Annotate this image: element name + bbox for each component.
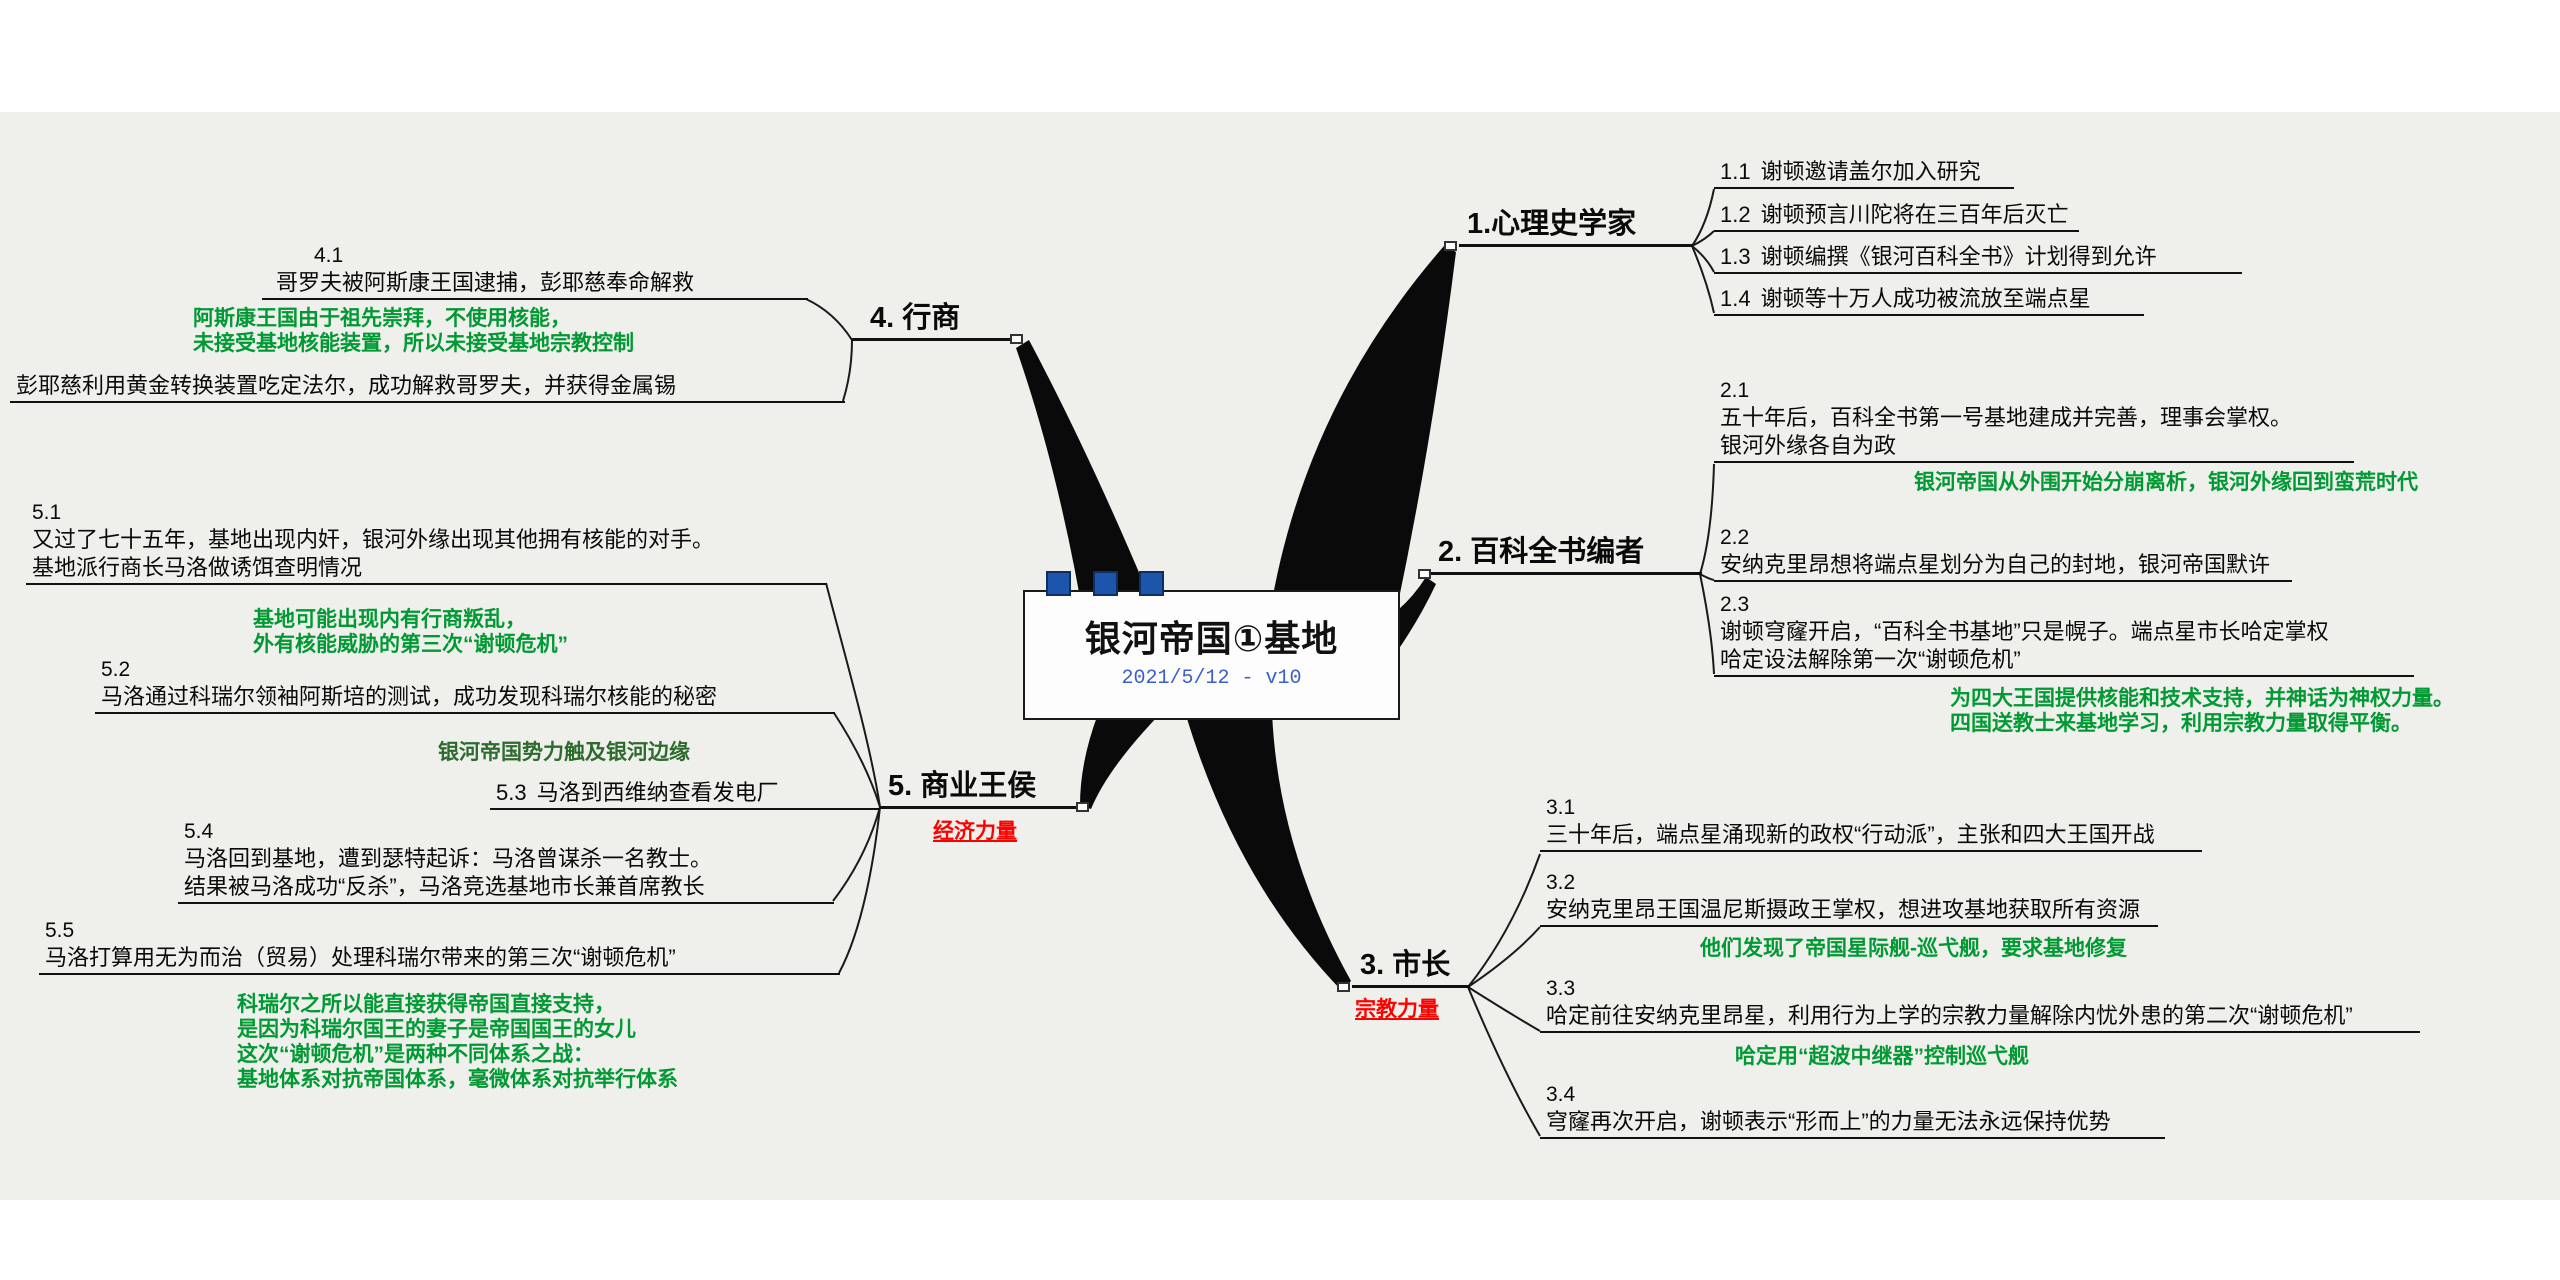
node-number: 1.3 xyxy=(1720,244,1751,269)
node-number: 3.4 xyxy=(1546,1083,1576,1106)
branch-label-5[interactable]: 5. 商业王侯 xyxy=(880,767,1085,809)
node-text: 谢顿邀请盖尔加入研究 xyxy=(1760,159,1981,184)
branch-5-tag[interactable]: 经济力量 xyxy=(933,820,1017,843)
note-5-2[interactable]: 银河帝国势力触及银河边缘 xyxy=(438,741,690,764)
node-text: 又过了七十五年，基地出现内奸，银河外缘出现其他拥有核能的对手。 xyxy=(32,527,715,552)
branch-5-collapse-handle[interactable] xyxy=(1076,802,1089,812)
blue-square-marker-icon xyxy=(1093,571,1118,596)
node-number: 2.3 xyxy=(1720,593,1750,616)
node-text: 基地派行商长马洛做诱饵查明情况 xyxy=(32,555,363,580)
node-5-5[interactable]: 5.5 马洛打算用无为而治（贸易）处理科瑞尔带来的第三次“谢顿危机” xyxy=(39,918,840,975)
branch-label-4[interactable]: 4. 行商 xyxy=(852,299,1022,341)
node-1-1[interactable]: 1.1 谢顿邀请盖尔加入研究 xyxy=(1714,158,2014,189)
central-topic-subtitle: 2021/5/12 - v10 xyxy=(1121,667,1302,690)
node-3-4[interactable]: 3.4 穹窿再次开启，谢顿表示“形而上”的力量无法永远保持优势 xyxy=(1540,1082,2165,1139)
node-text: 马洛通过科瑞尔领袖阿斯培的测试，成功发现科瑞尔核能的秘密 xyxy=(101,684,718,709)
node-text: 谢顿编撰《银河百科全书》计划得到允许 xyxy=(1760,244,2157,269)
branch-2-collapse-handle[interactable] xyxy=(1418,569,1431,579)
node-number: 1.4 xyxy=(1720,286,1751,311)
branch-label-3[interactable]: 3. 市长 xyxy=(1352,946,1470,988)
node-1-3[interactable]: 1.3 谢顿编撰《银河百科全书》计划得到允许 xyxy=(1714,243,2242,274)
node-number: 5.5 xyxy=(45,919,75,942)
main-branch-1 xyxy=(1265,246,1456,650)
node-4-2[interactable]: 彭耶慈利用黄金转换装置吃定法尔，成功解救哥罗夫，并获得金属锡 xyxy=(10,372,845,403)
node-number: 5.4 xyxy=(184,820,214,843)
node-text: 马洛到西维纳查看发电厂 xyxy=(536,780,779,805)
node-number: 2.2 xyxy=(1720,526,1750,549)
node-text: 安纳克里昂想将端点星划分为自己的封地，银河帝国默许 xyxy=(1720,552,2271,577)
node-3-2[interactable]: 3.2 安纳克里昂王国温尼斯摄政王掌权，想进攻基地获取所有资源 xyxy=(1540,870,2158,927)
node-number: 4.1 xyxy=(314,244,344,267)
node-number: 3.2 xyxy=(1546,871,1576,894)
node-5-2[interactable]: 5.2 马洛通过科瑞尔领袖阿斯培的测试，成功发现科瑞尔核能的秘密 xyxy=(95,657,835,714)
note-5-5[interactable]: 科瑞尔之所以能直接获得帝国直接支持， 是因为科瑞尔国王的妻子是帝国国王的女儿 这… xyxy=(237,993,678,1091)
branch-3-collapse-handle[interactable] xyxy=(1337,982,1350,992)
node-text: 谢顿预言川陀将在三百年后灭亡 xyxy=(1760,202,2069,227)
node-text: 谢顿等十万人成功被流放至端点星 xyxy=(1760,286,2091,311)
branch-3-tag[interactable]: 宗教力量 xyxy=(1355,998,1439,1021)
branch-1-collapse-handle[interactable] xyxy=(1444,241,1457,251)
note-3-2[interactable]: 他们发现了帝国星际舰-巡弋舰，要求基地修复 xyxy=(1700,937,2127,960)
node-text: 结果被马洛成功“反杀”，马洛竞选基地市长兼首席教长 xyxy=(184,874,705,899)
note-2-1[interactable]: 银河帝国从外围开始分崩离析，银河外缘回到蛮荒时代 xyxy=(1914,471,2418,494)
branch-4-collapse-handle[interactable] xyxy=(1010,334,1023,344)
node-1-2[interactable]: 1.2 谢顿预言川陀将在三百年后灭亡 xyxy=(1714,201,2079,232)
main-branch-3 xyxy=(1185,712,1351,990)
node-number: 3.1 xyxy=(1546,796,1576,819)
node-number: 5.2 xyxy=(101,658,131,681)
branch-label-1[interactable]: 1.心理史学家 xyxy=(1459,205,1692,247)
node-text: 彭耶慈利用黄金转换装置吃定法尔，成功解救哥罗夫，并获得金属锡 xyxy=(16,373,677,398)
node-number: 5.3 xyxy=(496,780,527,805)
main-branch-5 xyxy=(1080,714,1160,809)
node-number: 1.1 xyxy=(1720,159,1751,184)
central-topic[interactable]: 银河帝国①基地 2021/5/12 - v10 xyxy=(1023,590,1400,720)
note-2-3[interactable]: 为四大王国提供核能和技术支持，并神话为神权力量。 四国送教士来基地学习，利用宗教… xyxy=(1950,687,2454,735)
node-3-3[interactable]: 3.3 哈定前往安纳克里昂星，利用行为上学的宗教力量解除内忧外患的第二次“谢顿危… xyxy=(1540,976,2420,1033)
central-topic-title: 银河帝国①基地 xyxy=(1084,618,1339,659)
node-2-1[interactable]: 2.1 五十年后，百科全书第一号基地建成并完善，理事会掌权。 银河外缘各自为政 xyxy=(1714,378,2354,463)
node-2-3[interactable]: 2.3 谢顿穹窿开启，“百科全书基地”只是幌子。端点星市长哈定掌权 哈定设法解除… xyxy=(1714,592,2414,677)
branch-label-2[interactable]: 2. 百科全书编者 xyxy=(1430,533,1702,575)
blue-square-marker-icon xyxy=(1046,571,1071,596)
node-text: 银河外缘各自为政 xyxy=(1720,433,1897,458)
node-text: 谢顿穹窿开启，“百科全书基地”只是幌子。端点星市长哈定掌权 xyxy=(1720,619,2329,644)
node-text: 穹窿再次开启，谢顿表示“形而上”的力量无法永远保持优势 xyxy=(1546,1109,2111,1134)
node-5-1[interactable]: 5.1 又过了七十五年，基地出现内奸，银河外缘出现其他拥有核能的对手。 基地派行… xyxy=(26,500,827,585)
node-number: 2.1 xyxy=(1720,379,1750,402)
node-5-4[interactable]: 5.4 马洛回到基地，遭到瑟特起诉：马洛曾谋杀一名教士。 结果被马洛成功“反杀”… xyxy=(178,819,834,904)
note-3-3[interactable]: 哈定用“超波中继器”控制巡弋舰 xyxy=(1735,1045,2029,1068)
note-4-1[interactable]: 阿斯康王国由于祖先崇拜，不使用核能， 未接受基地核能装置，所以未接受基地宗教控制 xyxy=(193,307,634,355)
node-number: 3.3 xyxy=(1546,977,1576,1000)
node-text: 马洛打算用无为而治（贸易）处理科瑞尔带来的第三次“谢顿危机” xyxy=(45,945,676,970)
node-text: 安纳克里昂王国温尼斯摄政王掌权，想进攻基地获取所有资源 xyxy=(1546,897,2141,922)
node-5-3[interactable]: 5.3 马洛到西维纳查看发电厂 xyxy=(490,779,880,810)
node-text: 五十年后，百科全书第一号基地建成并完善，理事会掌权。 xyxy=(1720,405,2293,430)
node-text: 哈定设法解除第一次“谢顿危机” xyxy=(1720,647,2021,672)
node-text: 三十年后，端点星涌现新的政权“行动派”，主张和四大王国开战 xyxy=(1546,822,2155,847)
node-number: 5.1 xyxy=(32,501,62,524)
node-1-4[interactable]: 1.4 谢顿等十万人成功被流放至端点星 xyxy=(1714,285,2144,316)
main-branch-4 xyxy=(1016,340,1168,645)
node-text: 哥罗夫被阿斯康王国逮捕，彭耶慈奉命解救 xyxy=(276,270,695,295)
node-4-1[interactable]: 4.1 哥罗夫被阿斯康王国逮捕，彭耶慈奉命解救 xyxy=(262,243,808,300)
node-text: 哈定前往安纳克里昂星，利用行为上学的宗教力量解除内忧外患的第二次“谢顿危机” xyxy=(1546,1003,2353,1028)
main-branch-2 xyxy=(1398,577,1436,650)
node-text: 马洛回到基地，遭到瑟特起诉：马洛曾谋杀一名教士。 xyxy=(184,846,713,871)
blue-square-marker-icon xyxy=(1139,571,1164,596)
node-3-1[interactable]: 3.1 三十年后，端点星涌现新的政权“行动派”，主张和四大王国开战 xyxy=(1540,795,2202,852)
node-number: 1.2 xyxy=(1720,202,1751,227)
node-2-2[interactable]: 2.2 安纳克里昂想将端点星划分为自己的封地，银河帝国默许 xyxy=(1714,525,2292,582)
note-5-1[interactable]: 基地可能出现内有行商叛乱， 外有核能威胁的第三次“谢顿危机” xyxy=(253,608,568,656)
